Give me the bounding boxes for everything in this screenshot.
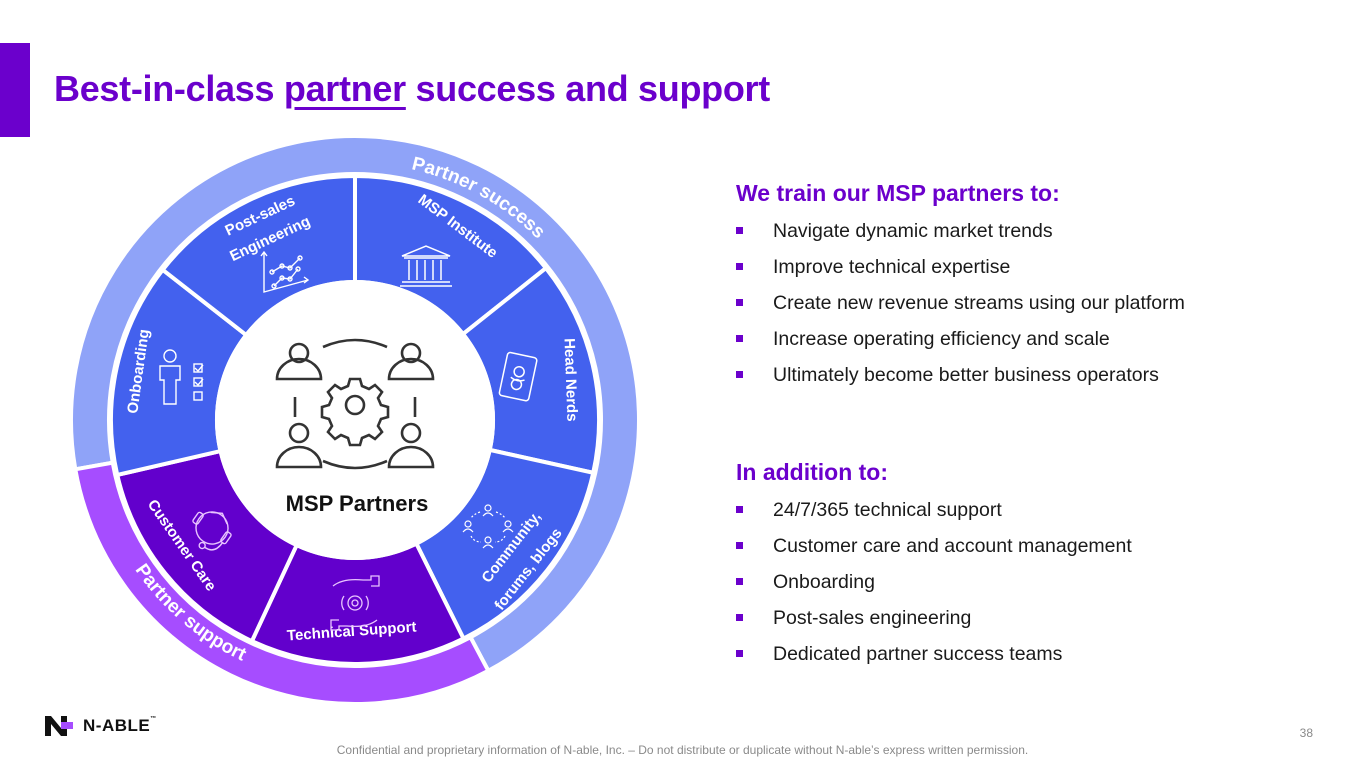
headset-icon [192,511,232,551]
bullet-icon [736,299,743,306]
addition-section: In addition to: 24/7/365 technical suppo… [736,459,1132,672]
list-item: Improve technical expertise [736,249,1185,285]
n-able-logo-icon [45,716,73,736]
institution-icon [400,245,452,287]
bullet-icon [736,335,743,342]
train-list: Navigate dynamic market trends Improve t… [736,213,1185,393]
n-able-logo: N-ABLE™ [45,716,157,736]
center-circle [215,280,495,560]
list-item: Post-sales engineering [736,600,1132,636]
partner-wheel-diagram: Partner success Partner support MSP Inst… [69,134,641,706]
title-accent-bar [0,43,30,137]
addition-heading: In addition to: [736,459,889,485]
list-item: Increase operating efficiency and scale [736,321,1185,357]
bullet-icon [736,650,743,657]
people-gear-icon [275,338,435,470]
list-item: Navigate dynamic market trends [736,213,1185,249]
bullet-icon [736,263,743,270]
bullet-icon [736,506,743,513]
title-part-1: Best-in-class [54,68,284,109]
person-checklist-icon [159,349,204,405]
community-network-icon [462,504,514,549]
list-item: Onboarding [736,564,1132,600]
bullet-icon [736,371,743,378]
list-item: Ultimately become better business operat… [736,357,1185,393]
page-title: Best-in-class partner success and suppor… [54,68,770,110]
list-item: Customer care and account management [736,528,1132,564]
list-item: Create new revenue streams using our pla… [736,285,1185,321]
bullet-icon [736,542,743,549]
title-underlined-word: partner [283,68,406,109]
page-number: 38 [1299,726,1313,740]
bullet-icon [736,614,743,621]
line-chart-icon [260,250,310,293]
list-item: Dedicated partner success teams [736,636,1132,672]
center-label: MSP Partners [286,491,429,516]
head-nerds-icon [498,351,538,402]
confidential-notice: Confidential and proprietary information… [336,743,1029,757]
title-part-2: success and support [405,68,771,109]
segment-label-head-nerds: Head Nerds [561,338,581,422]
train-section: We train our MSP partners to: Navigate d… [736,180,1185,393]
logo-text: N-ABLE™ [83,716,157,735]
list-item: 24/7/365 technical support [736,492,1132,528]
bullet-icon [736,578,743,585]
train-heading: We train our MSP partners to: [736,180,1060,206]
hands-gear-icon [330,575,380,631]
addition-list: 24/7/365 technical support Customer care… [736,492,1132,672]
bullet-icon [736,227,743,234]
